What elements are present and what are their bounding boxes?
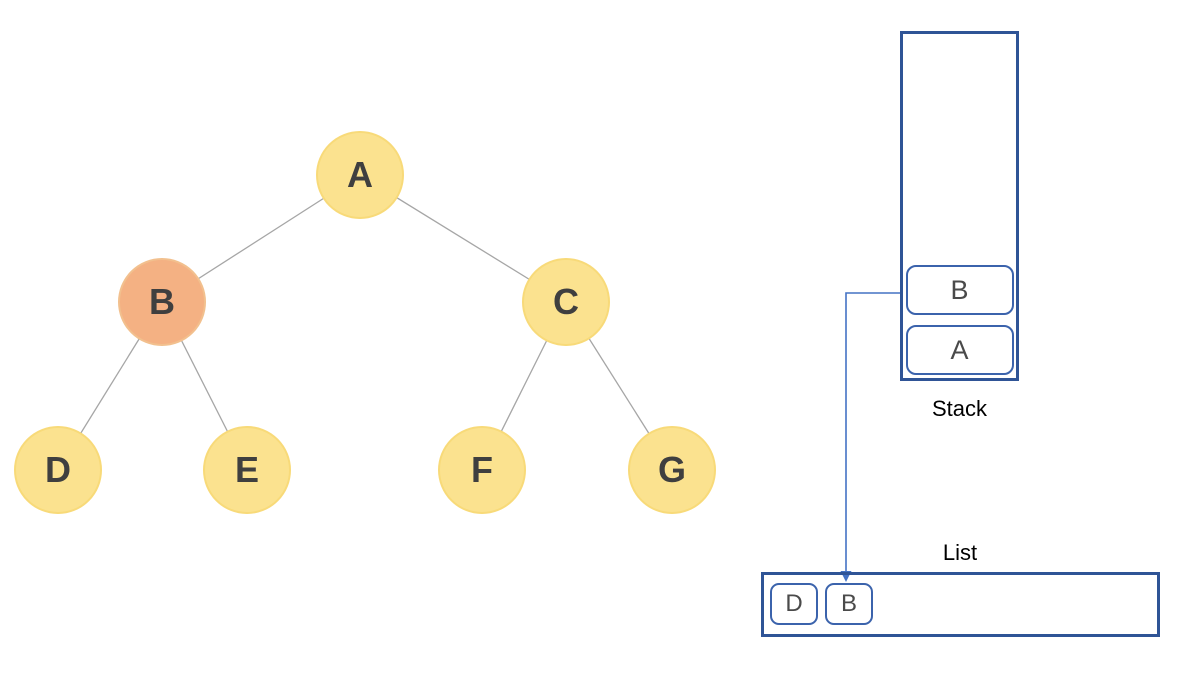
- stack-item-b[interactable]: B: [905, 265, 1014, 315]
- stack-to-list-arrow: [845, 292, 900, 575]
- tree-node-d[interactable]: D: [14, 426, 102, 514]
- tree-node-e[interactable]: E: [203, 426, 291, 514]
- list-container: D B: [761, 572, 1160, 637]
- stack-container: B A: [900, 31, 1019, 381]
- stack-item-a[interactable]: A: [905, 325, 1014, 375]
- tree-node-g[interactable]: G: [628, 426, 716, 514]
- tree-node-b[interactable]: B: [118, 258, 206, 346]
- list-label: List: [942, 540, 978, 565]
- stack-label: Stack: [931, 396, 988, 421]
- tree-node-f[interactable]: F: [438, 426, 526, 514]
- list-item-d[interactable]: D: [770, 583, 818, 625]
- tree-node-c[interactable]: C: [522, 258, 610, 346]
- list-item-b[interactable]: B: [825, 583, 873, 625]
- tree-node-a[interactable]: A: [316, 131, 404, 219]
